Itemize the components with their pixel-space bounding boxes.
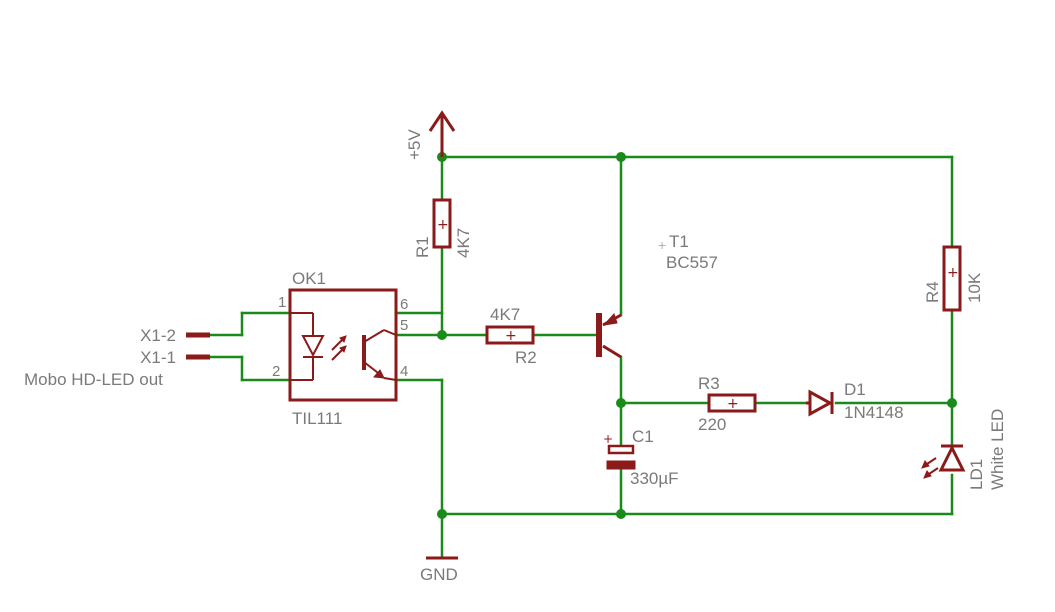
- led-ld1: LD1 White LED: [921, 409, 1007, 490]
- opto-emitter-arrow-icon: [372, 369, 385, 379]
- t1-emitter-arrow-icon: [602, 313, 618, 326]
- ld1-light-arrowhead-icon: [923, 470, 932, 479]
- t1-value: BC557: [666, 253, 718, 272]
- opto-transistor-collector-lead: [383, 329, 397, 336]
- r4-body: [942, 245, 962, 312]
- opto-pin-4: 4: [400, 363, 408, 380]
- supply-arrow-icon: [428, 110, 456, 132]
- c1-value: 330µF: [630, 469, 679, 488]
- r2-body: [485, 325, 535, 345]
- ground-label: GND: [420, 565, 458, 584]
- r4-name: R4: [923, 281, 942, 303]
- wires: [208, 155, 954, 559]
- opto-transistor-emitter-lead: [383, 377, 397, 381]
- d1-triangle-icon: [808, 389, 834, 417]
- ld1-name: LD1: [967, 459, 986, 490]
- r1-plus-icon: +: [437, 217, 449, 233]
- r3-plus-icon: +: [727, 396, 739, 412]
- ground-symbol: GND: [420, 556, 458, 584]
- r1-name: R1: [413, 236, 432, 258]
- resistor-r3: + R3 220: [698, 374, 757, 434]
- junction-dot: [616, 398, 626, 408]
- d1-name: D1: [844, 380, 866, 399]
- x1-2-label: X1-2: [140, 326, 176, 345]
- connector-description: Mobo HD-LED out: [24, 370, 163, 389]
- r2-plus-icon: +: [505, 328, 517, 344]
- d1-value: 1N4148: [844, 403, 904, 422]
- junction-dot: [616, 509, 626, 519]
- x1-1-label: X1-1: [140, 348, 176, 367]
- optocoupler-ok1: 1 2 6 5 4 OK1 TIL111: [272, 269, 408, 428]
- r4-value: 10K: [965, 272, 984, 303]
- junctions: [437, 152, 957, 519]
- opto-pin-6: 6: [400, 296, 408, 313]
- diode-d1: D1 1N4148: [806, 380, 904, 422]
- capacitor-c1: + C1 330µF: [603, 427, 679, 488]
- resistor-r2: + 4K7 R2: [485, 305, 537, 367]
- opto-light-arrowhead-icon: [339, 335, 347, 343]
- resistor-r1: + R1 4K7: [413, 198, 473, 258]
- optocoupler-body: [288, 288, 398, 402]
- opto-pin-5: 5: [400, 317, 408, 334]
- opto-light-arrowhead-icon: [339, 345, 347, 353]
- opto-led-triangle-icon: [301, 335, 325, 358]
- resistor-r4: + R4 10K: [923, 245, 984, 312]
- r3-name: R3: [698, 374, 720, 393]
- t1-collector-leg: [602, 344, 622, 359]
- junction-dot: [437, 509, 447, 519]
- junction-dot: [616, 152, 626, 162]
- connector-x1: X1-2 X1-1 Mobo HD-LED out: [24, 326, 210, 389]
- r1-body: [432, 198, 452, 249]
- junction-dot: [437, 330, 447, 340]
- t1-name: T1: [669, 232, 689, 251]
- r1-value: 4K7: [454, 228, 473, 258]
- ld1-light-arrowhead-icon: [921, 460, 930, 469]
- c1-name: C1: [632, 427, 654, 446]
- c1-plus-icon: +: [603, 432, 613, 446]
- optocoupler-name: OK1: [292, 269, 326, 288]
- c1-plate-negative: [606, 460, 636, 470]
- junction-dot: [947, 398, 957, 408]
- t1-origin-marker-icon: +: [658, 237, 666, 253]
- opto-transistor-collector: [363, 329, 385, 343]
- supply-symbol: +5V: [405, 110, 456, 160]
- transistor-t1: + T1 BC557: [596, 232, 718, 359]
- c1-plate-positive: [607, 444, 635, 455]
- r3-body: [707, 393, 757, 413]
- ld1-value: White LED: [988, 409, 1007, 490]
- r2-value: 4K7: [490, 305, 520, 324]
- ld1-triangle-icon: [938, 444, 966, 472]
- optocoupler-value: TIL111: [292, 409, 342, 428]
- opto-pin-2: 2: [272, 363, 280, 380]
- r4-plus-icon: +: [947, 265, 959, 281]
- supply-label: +5V: [405, 129, 424, 160]
- r3-value: 220: [698, 415, 726, 434]
- r2-name: R2: [515, 348, 537, 367]
- opto-pin-1: 1: [278, 294, 286, 311]
